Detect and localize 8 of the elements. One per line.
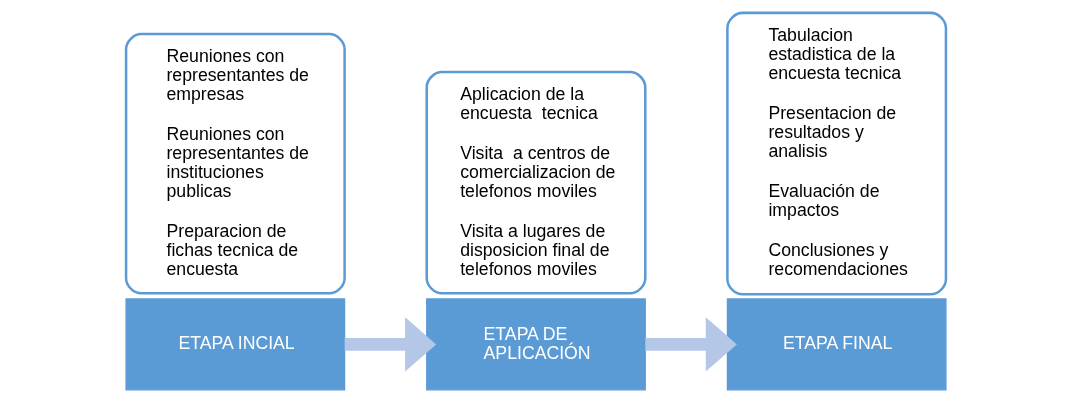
node-box: Reuniones con representantes de empresas Reuniones con representantes de instituciones publicas Preparacion de fichas tecnica de encuesta [124,32,346,295]
node-box: Aplicacion de la encuesta tecnica Visita a centros de comercializacion de telefonos moviles Visita a lugares de disposicion final de telefonos moviles [425,70,647,295]
node-box: Tabulacion estadistica de la encuesta tecnica Presentacion de resultados y analisis Evaluación de impactos Conclusiones y recomendaciones [726,11,948,296]
arrow [344,317,437,372]
node-box: ETAPA INCIAL [125,298,346,391]
arrow [645,317,737,372]
node-box: ETAPA DE APLICACIÓN [426,298,646,391]
node-box: ETAPA FINAL [726,298,947,391]
